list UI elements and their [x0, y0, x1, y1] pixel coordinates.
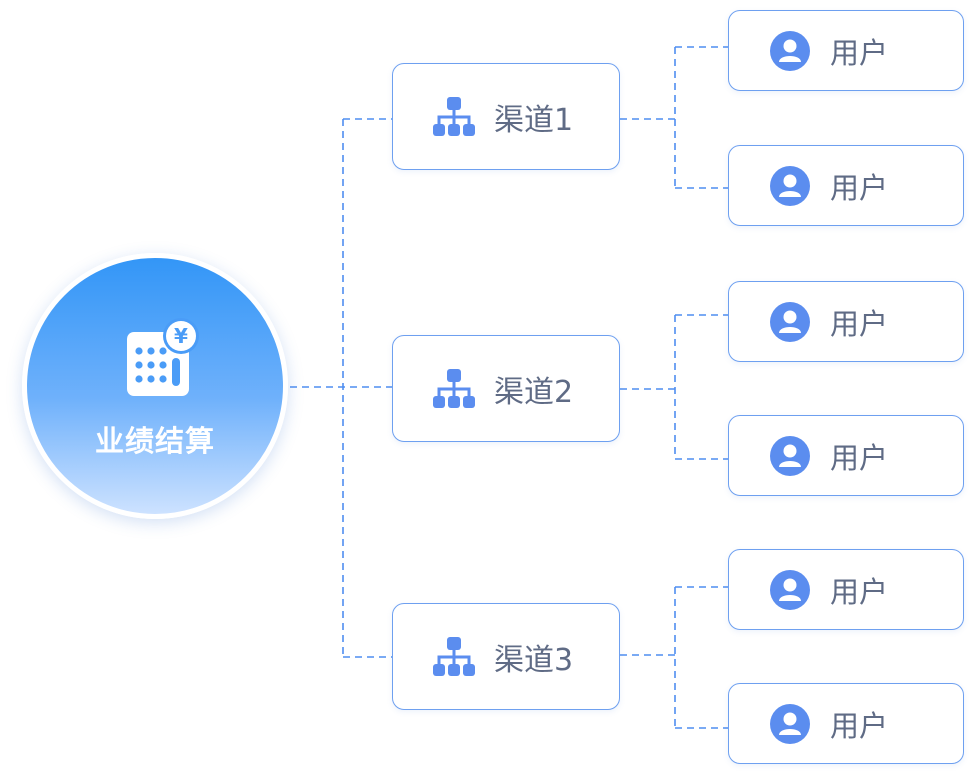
currency-symbol: ¥ — [174, 324, 188, 348]
channel-label: 渠道3 — [494, 642, 574, 678]
calculator-yen-icon: ¥ — [127, 318, 199, 396]
root-label: 业绩结算 — [94, 424, 215, 458]
user-label: 用户 — [830, 306, 889, 341]
user-icon — [770, 704, 810, 744]
user-label: 用户 — [830, 708, 889, 743]
channel-node-2[interactable]: 渠道2 — [392, 335, 620, 442]
user-node-2-2[interactable]: 用户 — [728, 415, 964, 496]
channel-node-1[interactable]: 渠道1 — [392, 63, 620, 170]
user-label: 用户 — [830, 170, 889, 205]
connector-channel-1-users — [620, 46, 728, 189]
connector-channel-2-users — [620, 314, 728, 460]
user-node-2-1[interactable]: 用户 — [728, 281, 964, 362]
user-icon — [770, 570, 810, 610]
user-icon — [770, 302, 810, 342]
user-node-3-2[interactable]: 用户 — [728, 683, 964, 764]
channel-label: 渠道1 — [494, 102, 574, 138]
user-label: 用户 — [830, 574, 889, 609]
org-chart-icon — [433, 369, 475, 408]
channel-node-3[interactable]: 渠道3 — [392, 603, 620, 710]
user-node-1-1[interactable]: 用户 — [728, 10, 964, 91]
user-label: 用户 — [830, 440, 889, 475]
user-icon — [770, 31, 810, 71]
connector-channel-3-users — [620, 586, 728, 729]
user-node-1-2[interactable]: 用户 — [728, 145, 964, 226]
root-node: ¥ 业绩结算 — [22, 253, 288, 519]
channel-label: 渠道2 — [494, 374, 574, 410]
user-icon — [770, 436, 810, 476]
user-icon — [770, 166, 810, 206]
user-label: 用户 — [830, 35, 889, 70]
org-chart-icon — [433, 637, 475, 676]
user-node-3-1[interactable]: 用户 — [728, 549, 964, 630]
org-chart-icon — [433, 97, 475, 136]
